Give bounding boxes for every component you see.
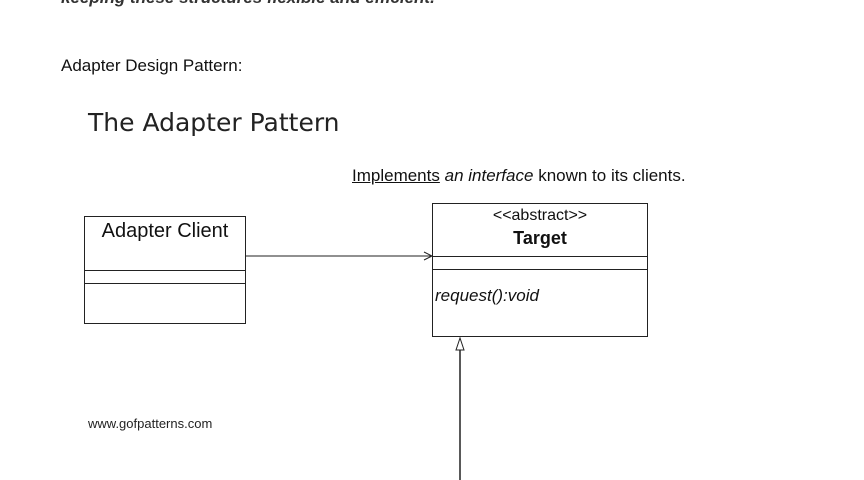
class-name: Adapter Client bbox=[101, 220, 229, 242]
stereotype: <<abstract>> bbox=[492, 207, 588, 224]
section-heading: Adapter Design Pattern: bbox=[61, 56, 243, 75]
cut-off-paragraph: keeping these structures flexible and ef… bbox=[61, 0, 435, 8]
divider bbox=[85, 283, 245, 284]
class-name: Target bbox=[513, 228, 567, 248]
divider bbox=[85, 270, 245, 271]
inheritance-arrow bbox=[455, 336, 465, 480]
note-italic: an interface bbox=[444, 166, 534, 185]
association-arrow bbox=[246, 251, 434, 261]
credit-text: www.gofpatterns.com bbox=[88, 416, 213, 431]
adapter-client-class: Adapter Client bbox=[84, 216, 246, 324]
method: request():void bbox=[435, 286, 539, 305]
target-class: <<abstract>> Target request():void bbox=[432, 203, 648, 337]
interface-note: Implements an interface known to its cli… bbox=[352, 166, 686, 186]
diagram-title: The Adapter Pattern bbox=[88, 108, 340, 137]
note-underlined: Implements bbox=[352, 166, 440, 185]
divider bbox=[433, 269, 647, 270]
divider bbox=[433, 256, 647, 257]
note-rest: known to its clients. bbox=[538, 166, 686, 185]
